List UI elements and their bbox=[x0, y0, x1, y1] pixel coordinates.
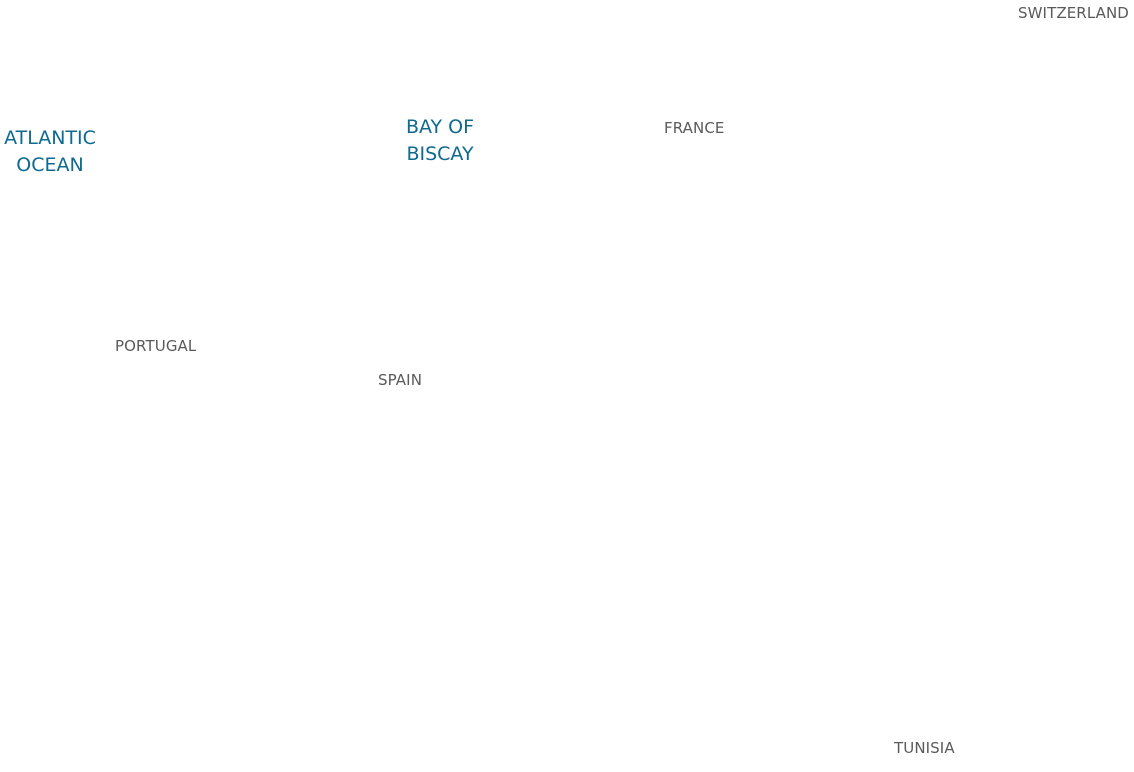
water-label-bay-of-biscay: BAY OF BISCAY bbox=[395, 114, 485, 167]
country-label-tunisia: TUNISIA bbox=[894, 739, 955, 757]
water-label-atlantic-line2: OCEAN bbox=[16, 153, 84, 176]
water-label-atlantic-ocean: ATLANTIC OCEAN bbox=[0, 125, 102, 178]
water-label-biscay-line2: BISCAY bbox=[406, 142, 474, 165]
water-label-atlantic-line1: ATLANTIC bbox=[4, 127, 96, 149]
water-label-biscay-line1: BAY OF bbox=[405, 116, 475, 138]
country-label-switzerland: SWITZERLAND bbox=[1018, 4, 1129, 22]
country-label-spain: SPAIN bbox=[378, 371, 423, 389]
country-label-france: FRANCE bbox=[664, 119, 725, 137]
country-label-portugal: PORTUGAL bbox=[115, 337, 197, 355]
